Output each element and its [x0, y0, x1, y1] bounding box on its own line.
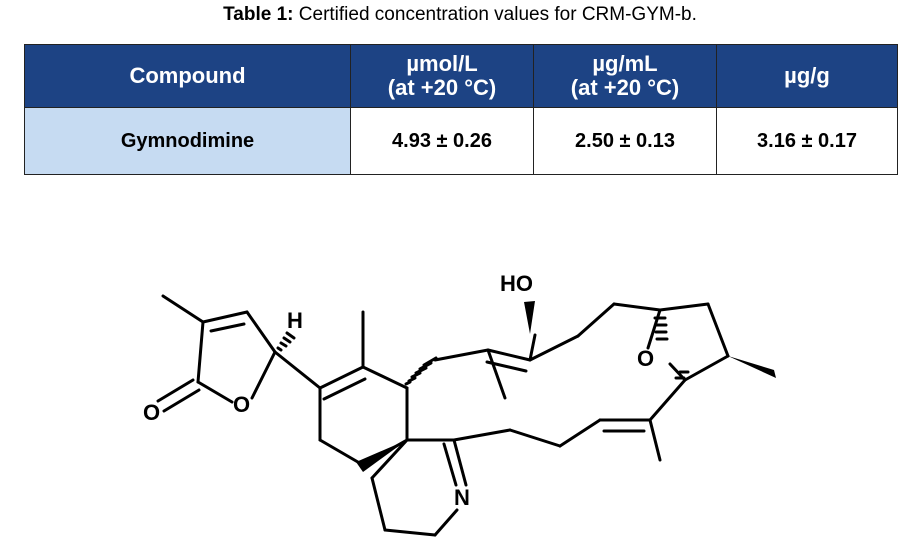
- cyclohexene-ring: [318, 310, 409, 467]
- cell-compound: Gymnodimine: [24, 107, 351, 175]
- caption-text: Certified concentration values for CRM-G…: [298, 4, 697, 25]
- bond: [646, 308, 662, 350]
- cell-ug-per-ml: 2.50 ± 0.13: [533, 107, 717, 175]
- table-header-row: Compound µmol/L (at +20 °C) µg/mL (at +2…: [24, 44, 898, 108]
- hydrogen-label: H: [287, 308, 303, 333]
- header-ug-per-ml: µg/mL (at +20 °C): [533, 44, 717, 108]
- hashed-bond-h: [276, 331, 296, 352]
- wedge-bond-spiro: [356, 440, 407, 472]
- certified-values-table: Compound µmol/L (at +20 °C) µg/mL (at +2…: [24, 44, 898, 175]
- butenolide-ring: [156, 294, 277, 413]
- wedge-bond-oh: [524, 301, 535, 334]
- alkene-chain: [433, 333, 580, 400]
- cell-ug-per-g: 3.16 ± 0.17: [716, 107, 898, 175]
- wedge-bond-methyl: [728, 356, 776, 378]
- table-row: Gymnodimine 4.93 ± 0.26 2.50 ± 0.13 3.16…: [24, 107, 898, 175]
- macrocycle-top: [452, 302, 730, 462]
- hydroxyl-label: HO: [500, 271, 533, 296]
- carbonyl-oxygen-label: O: [143, 400, 160, 425]
- ring-oxygen-label: O: [233, 392, 250, 417]
- header-ug-per-g: µg/g: [716, 44, 898, 108]
- hashed-bond-vinyl: [404, 356, 438, 386]
- header-compound: Compound: [24, 44, 351, 108]
- caption-label: Table 1:: [223, 4, 294, 25]
- imine-nitrogen-label: N: [454, 485, 470, 510]
- bond: [273, 350, 322, 390]
- bond: [668, 362, 687, 382]
- imine-ring: [370, 438, 468, 537]
- ether-oxygen-label: O: [637, 346, 654, 371]
- table-caption: Table 1: Certified concentration values …: [0, 4, 920, 26]
